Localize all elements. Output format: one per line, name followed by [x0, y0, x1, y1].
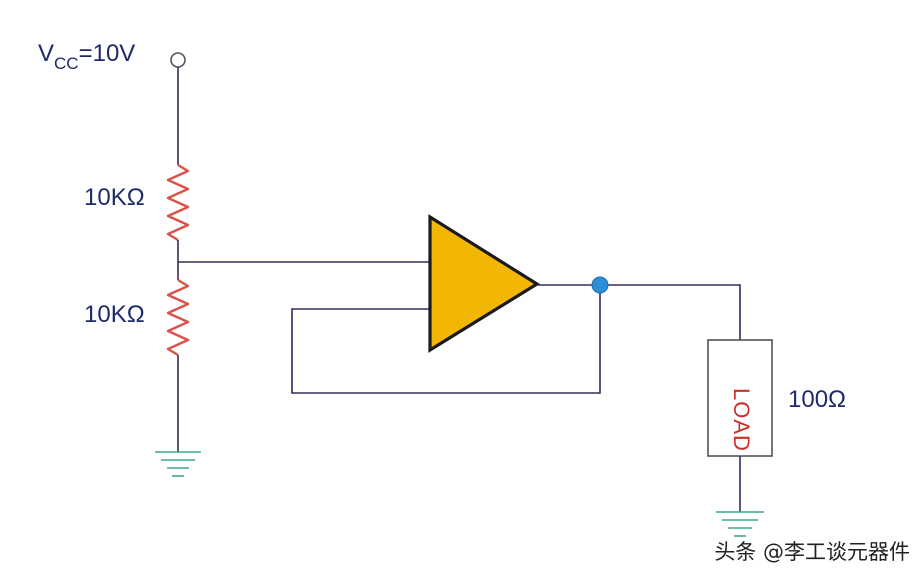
output-wire	[537, 284, 741, 340]
watermark: 头条 @李工谈元器件	[714, 540, 910, 564]
resistor-2-label: 10KΩ	[84, 301, 145, 328]
feedback-wire	[291, 285, 601, 394]
load-box	[707, 339, 773, 457]
load-value-label: 100Ω	[788, 386, 846, 413]
buffer-amplifier	[428, 214, 541, 353]
vcc-terminal	[170, 52, 186, 68]
load-text: LOAD	[729, 388, 754, 452]
vcc-v: V	[38, 40, 55, 67]
ground-symbol-left	[155, 451, 201, 477]
resistor-2	[166, 278, 190, 357]
vcc-label: VCC=10V	[38, 40, 136, 73]
vcc-value: =10V	[78, 40, 136, 67]
ground-symbol-right	[716, 511, 764, 537]
vcc-subscript: CC	[54, 54, 79, 73]
resistor-1-label: 10KΩ	[84, 184, 145, 211]
resistor-1	[166, 163, 190, 242]
output-junction	[591, 276, 609, 294]
